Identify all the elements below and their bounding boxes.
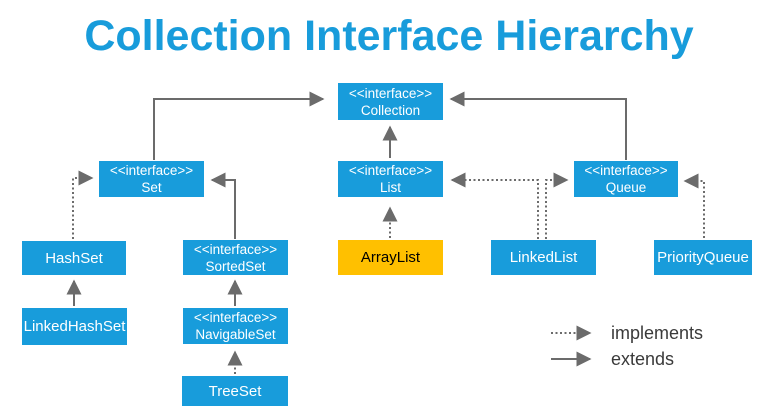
edge-priorityqueue-implements-queue [683,173,705,238]
node-arraylist-label: ArrayList [360,249,421,266]
node-navigableset-label: NavigableSet [195,327,276,342]
node-set: <<interface>> Set [99,161,204,197]
edge-hashset-implements-set [72,170,94,239]
node-priorityqueue-label: PriorityQueue [657,249,749,266]
node-linkedhashset-label: LinkedHashSet [23,318,126,335]
edge-queue-extends-collection [449,91,627,160]
node-priorityqueue: PriorityQueue [654,240,752,275]
node-queue: <<interface>> Queue [574,161,678,197]
edge-set-extends-collection [153,91,325,160]
node-sortedset-stereotype: <<interface>> [193,241,278,257]
node-hashset: HashSet [22,241,126,275]
node-list-label: List [379,180,401,195]
node-list: <<interface>> List [338,161,443,197]
node-queue-label: Queue [605,180,647,195]
legend-implements-label: implements [611,323,704,343]
node-arraylist: ArrayList [338,240,443,275]
node-linkedlist: LinkedList [491,240,596,275]
node-navigableset-stereotype: <<interface>> [193,310,278,325]
node-treeset-label: TreeSet [208,382,262,400]
node-sortedset-label: SortedSet [205,258,266,274]
node-collection-label: Collection [360,102,421,118]
legend-extends-label: extends [611,349,675,369]
node-navigableset: <<interface>> NavigableSet [183,308,288,344]
node-sortedset: <<interface>> SortedSet [183,240,288,275]
node-list-stereotype: <<interface>> [348,163,433,178]
node-hashset-label: HashSet [45,249,103,267]
node-set-stereotype: <<interface>> [109,163,194,178]
node-linkedlist-label: LinkedList [509,249,578,266]
node-collection-stereotype: <<interface>> [348,85,433,101]
edge-linkedlist-implements-list [450,172,539,239]
node-treeset: TreeSet [182,376,288,406]
node-queue-stereotype: <<interface>> [584,163,668,178]
node-linkedhashset: LinkedHashSet [22,308,127,345]
node-collection: <<interface>> Collection [338,83,443,120]
edge-sortedset-extends-set [210,172,236,239]
node-set-label: Set [141,180,162,195]
page-title: Collection Interface Hierarchy [84,12,694,60]
edge-linkedlist-implements-queue [545,172,569,239]
